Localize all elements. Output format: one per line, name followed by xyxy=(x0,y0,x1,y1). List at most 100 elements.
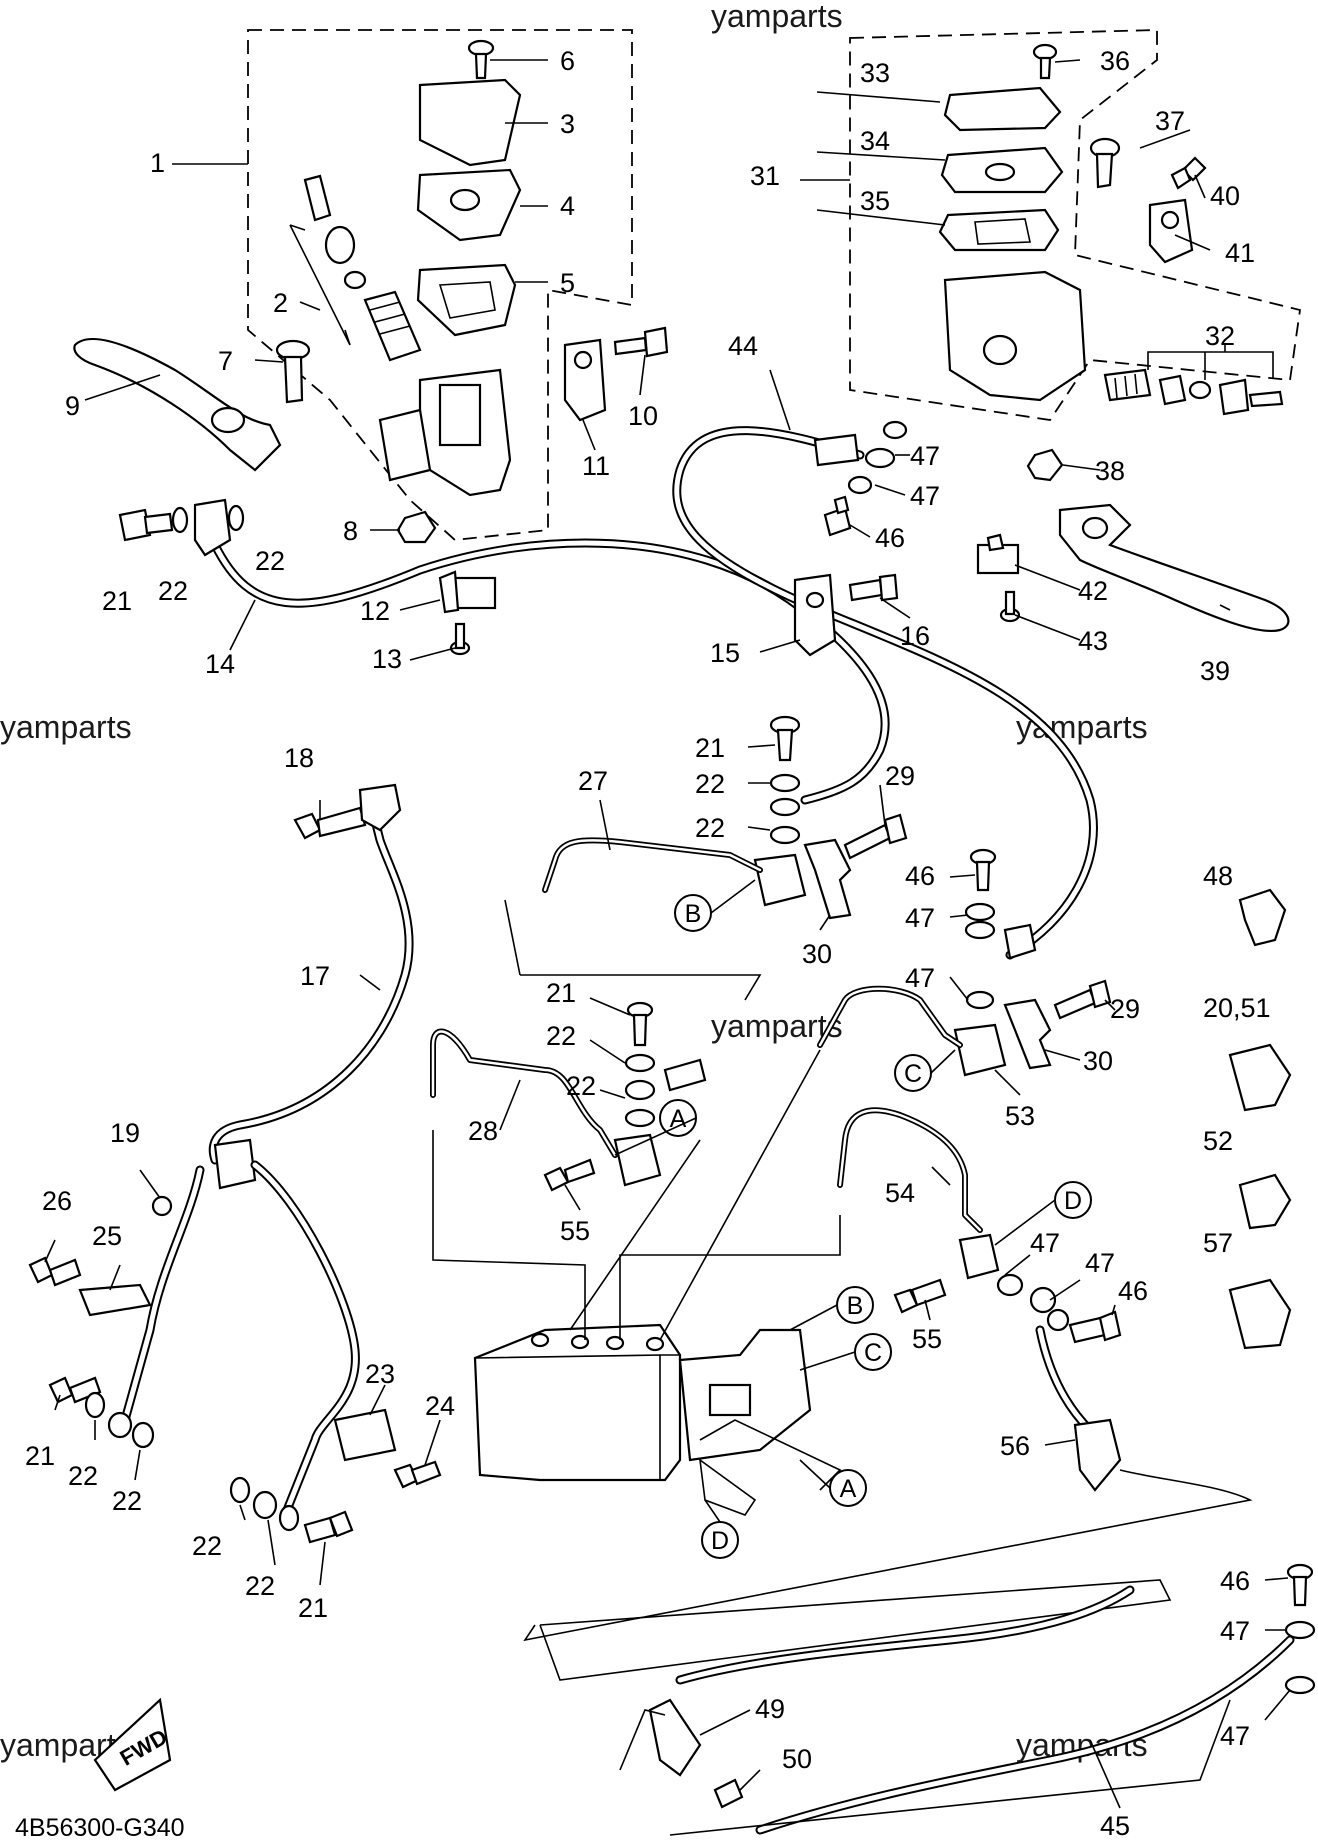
svg-text:C: C xyxy=(904,1060,922,1088)
joint-block-b xyxy=(753,853,807,907)
hose-fitting-lower-right xyxy=(1029,1286,1057,1314)
washer-22-lower-left-b xyxy=(131,1421,155,1449)
union-block-d xyxy=(958,1233,1000,1280)
svg-text:D: D xyxy=(1064,1187,1082,1215)
callout-53: 53 xyxy=(1005,1101,1035,1131)
bolt-29-upper xyxy=(843,813,908,860)
bolt-26 xyxy=(28,1256,82,1287)
brake-hose-44 xyxy=(672,426,1098,960)
hose-fitting-lower-left xyxy=(107,1411,133,1439)
bracket-23 xyxy=(333,1408,397,1462)
callout-30-a: 30 xyxy=(802,939,832,969)
brake-hose-left-a xyxy=(120,1165,205,1425)
callout-22-d: 22 xyxy=(695,813,725,843)
callout-56: 56 xyxy=(1000,1431,1030,1461)
screw-43 xyxy=(999,590,1021,623)
callout-21-a: 21 xyxy=(102,586,132,616)
union-bolt-21-top-left xyxy=(118,508,174,542)
reservoir-cap-3 xyxy=(418,78,522,167)
callout-44: 44 xyxy=(728,331,758,361)
washer-47-bottom-b xyxy=(1284,1675,1316,1695)
joint-block-53 xyxy=(953,1023,1007,1077)
callout-41: 41 xyxy=(1225,238,1255,268)
union-bolt-21-lower-left xyxy=(48,1376,102,1404)
ref-marker-leaders xyxy=(504,879,1056,1523)
washer-22-lower-mid-a xyxy=(229,1476,251,1504)
callout-11: 11 xyxy=(582,451,610,481)
piston-kit-32 xyxy=(1103,368,1284,416)
callout-57: 57 xyxy=(1203,1228,1233,1258)
brake-hose-14 xyxy=(210,538,890,805)
washer-22-center-c xyxy=(624,1108,656,1128)
callout-1: 1 xyxy=(150,148,165,178)
lead-frame-lower xyxy=(669,1699,1231,1836)
bracket-25 xyxy=(78,1283,152,1317)
callout-13: 13 xyxy=(372,644,402,674)
washer-22-center-b xyxy=(624,1079,656,1101)
brake-lever-39 xyxy=(1058,503,1290,632)
callout-14: 14 xyxy=(205,649,235,679)
clip-57 xyxy=(1228,1278,1292,1350)
callout-33: 33 xyxy=(860,58,890,88)
ref-marker-b-lower: B xyxy=(836,1286,874,1324)
abs-hydraulic-unit xyxy=(473,1323,812,1482)
cap-plate-hole xyxy=(449,188,481,212)
hose-fitting-lower-mid xyxy=(252,1490,278,1520)
callout-47-c: 47 xyxy=(905,903,935,933)
sensor-lead-45-upper xyxy=(675,1585,1135,1685)
bolt-55-right xyxy=(893,1278,947,1314)
callout-47-a: 47 xyxy=(910,441,940,471)
watermark-bottom-right: yamparts xyxy=(1016,1727,1148,1763)
brake-hose-56 xyxy=(1035,1325,1095,1435)
callout-20-51: 20,51 xyxy=(1203,993,1271,1023)
callout-43: 43 xyxy=(1078,626,1108,656)
bolt-37 xyxy=(1089,137,1121,189)
callout-28: 28 xyxy=(468,1116,498,1146)
clamp-49-wire xyxy=(619,1709,666,1771)
abs-port-lines xyxy=(432,1049,841,1341)
screw-13 xyxy=(449,622,471,656)
callout-24: 24 xyxy=(425,1391,455,1421)
union-bolt-46-mid xyxy=(969,848,997,892)
clip-48 xyxy=(1238,888,1287,947)
callout-22-e: 22 xyxy=(546,1021,576,1051)
svg-text:A: A xyxy=(840,1475,857,1503)
callout-50: 50 xyxy=(782,1744,812,1774)
piston-kit-32-bracket xyxy=(1147,351,1274,380)
svg-text:B: B xyxy=(847,1292,864,1320)
callout-21-e: 21 xyxy=(298,1593,328,1623)
hose-fitting-17-top xyxy=(358,783,402,832)
washer-47-mid-c xyxy=(965,990,995,1010)
callout-47-g: 47 xyxy=(1220,1616,1250,1646)
callout-numbers: 1 6 3 4 5 2 7 9 10 11 8 22 21 22 12 13 1… xyxy=(25,46,1271,1841)
holder-11 xyxy=(563,338,607,422)
callout-48: 48 xyxy=(1203,861,1233,891)
screw-6 xyxy=(467,39,495,80)
bolt-55-left xyxy=(543,1158,596,1192)
sensor-lead-45-lower xyxy=(755,1635,1295,1835)
callout-4: 4 xyxy=(560,191,575,221)
callout-54: 54 xyxy=(885,1178,915,1208)
callout-55-b: 55 xyxy=(912,1324,942,1354)
bolt-24 xyxy=(393,1460,442,1489)
callout-45: 45 xyxy=(1100,1811,1130,1841)
washer-47-top-c xyxy=(847,475,873,495)
callout-2: 2 xyxy=(273,288,288,318)
hose-fitting-44-lower xyxy=(1003,923,1037,960)
callout-40: 40 xyxy=(1210,181,1240,211)
kit-outline-31 xyxy=(849,29,1302,421)
callout-6: 6 xyxy=(560,46,575,76)
holder-41 xyxy=(1148,198,1194,264)
washer-22-mid-c xyxy=(769,825,801,845)
bolt-18 xyxy=(293,806,367,840)
callout-34: 34 xyxy=(860,126,890,156)
callout-19: 19 xyxy=(110,1118,140,1148)
abs-bracket-callout-a xyxy=(699,1419,842,1491)
callout-42: 42 xyxy=(1078,576,1108,606)
callout-49: 49 xyxy=(755,1694,785,1724)
bolt-40 xyxy=(1170,156,1207,190)
callout-22-b: 22 xyxy=(158,576,188,606)
diaphragm-35-inner xyxy=(974,218,1031,245)
svg-text:A: A xyxy=(670,1105,687,1133)
callout-3: 3 xyxy=(560,109,575,139)
